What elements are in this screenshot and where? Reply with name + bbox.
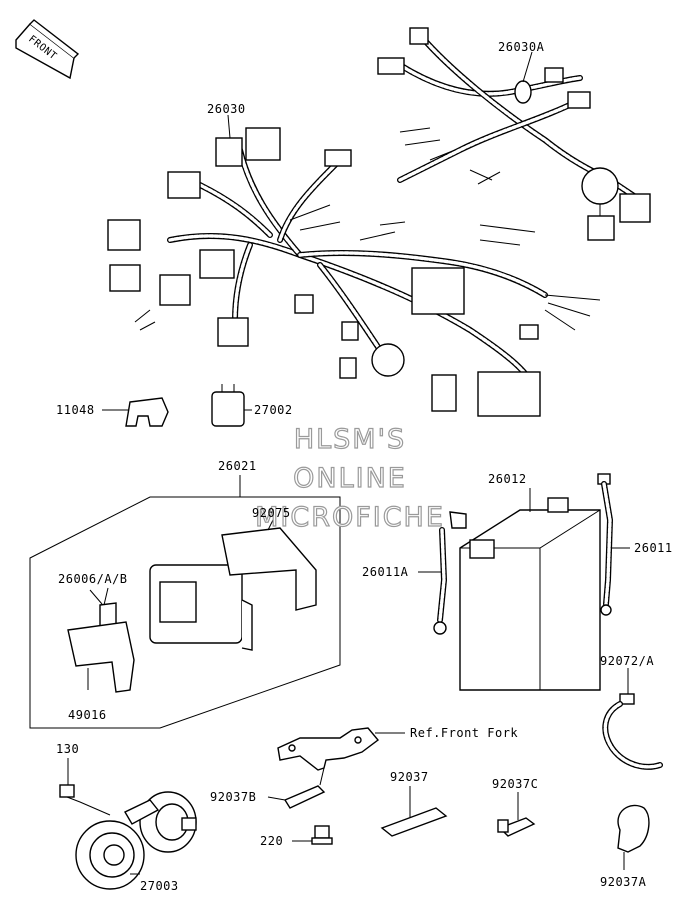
- label-49016: 49016: [68, 708, 107, 722]
- label-92075: 92075: [252, 506, 291, 520]
- cable-26011: [597, 473, 630, 616]
- front-arrow-icon: FRONT: [15, 19, 80, 80]
- clip-92037c: [497, 792, 536, 837]
- wire-harness-26030: [107, 127, 601, 417]
- horn-27003: [75, 791, 197, 890]
- label-27003: 27003: [140, 879, 179, 893]
- label-92037a: 92037A: [600, 875, 647, 889]
- wire-harness-26030a: [377, 27, 651, 241]
- label-92037c: 92037C: [492, 777, 538, 791]
- label-ref-front-fork: Ref.Front Fork: [410, 726, 518, 740]
- clamp-92037a: [617, 804, 650, 870]
- part-labels: 26030A 26030 11048 27002 26021 92075 260…: [56, 40, 673, 893]
- strap-92037: [380, 786, 448, 837]
- battery-26012: [459, 488, 601, 691]
- label-26011a: 26011A: [362, 565, 409, 579]
- label-92037b: 92037B: [210, 790, 256, 804]
- label-26030a: 26030A: [498, 40, 545, 54]
- label-92072: 92072/A: [600, 654, 654, 668]
- bolt-220: [292, 825, 333, 845]
- label-92037: 92037: [390, 770, 429, 784]
- watermark-line-2: ONLINE: [293, 463, 407, 494]
- label-11048: 11048: [56, 403, 95, 417]
- label-130: 130: [56, 742, 79, 756]
- band-92072: [602, 668, 663, 770]
- label-26012: 26012: [488, 472, 527, 486]
- group-26021-outline: [29, 475, 341, 729]
- label-26021: 26021: [218, 459, 257, 473]
- watermark-line-1: HLSM'S: [294, 424, 406, 455]
- watermark-line-3: MICROFICHE: [255, 502, 445, 533]
- leader-lines: [89, 51, 533, 605]
- cable-26011a: [418, 511, 467, 635]
- label-26030: 26030: [207, 102, 246, 116]
- watermark: HLSM'S ONLINE MICROFICHE: [254, 423, 445, 533]
- strap-92037b: [267, 785, 326, 809]
- bolt-130: [59, 758, 111, 816]
- relay-27002: [211, 384, 252, 427]
- label-220: 220: [260, 834, 283, 848]
- label-26011: 26011: [634, 541, 673, 555]
- bracket-11048: [102, 397, 169, 427]
- label-26006: 26006/A/B: [58, 572, 128, 586]
- label-27002: 27002: [254, 403, 293, 417]
- bracket-front-fork: [277, 727, 405, 786]
